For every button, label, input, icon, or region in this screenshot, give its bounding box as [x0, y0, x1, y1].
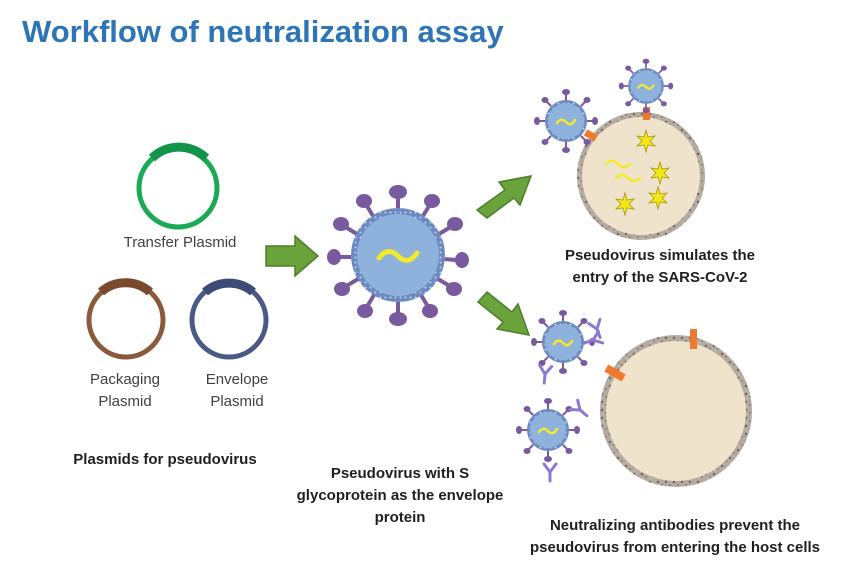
antibody-icon	[542, 462, 558, 483]
envelope-label-line2: Plasmid	[210, 393, 264, 410]
packaging-label-line1: Packaging	[89, 371, 161, 388]
neutralization-caption: Neutralizing antibodies prevent the pseu…	[505, 515, 845, 559]
neutralization-caption-line1: Neutralizing antibodies prevent the	[549, 517, 801, 534]
neutralization-caption-line2: pseudovirus from entering the host cells	[529, 539, 821, 556]
pseudovirus-caption-line1: Pseudovirus with S	[330, 465, 470, 482]
packaging-plasmid-label: Packaging Plasmid	[70, 369, 180, 413]
pseudovirus-caption-line3: protein	[374, 509, 426, 526]
entry-caption-line1: Pseudovirus simulates the	[564, 247, 756, 264]
antibody-icon	[536, 364, 554, 385]
arrow-up-right-icon	[475, 175, 533, 219]
transfer-plasmid-label: Transfer Plasmid	[123, 234, 237, 251]
envelope-label-line1: Envelope	[205, 371, 269, 388]
arrow-right-icon	[265, 234, 320, 278]
transfer-plasmid-icon	[136, 142, 220, 230]
entry-caption: Pseudovirus simulates the entry of the S…	[540, 245, 780, 289]
envelope-plasmid-icon	[189, 278, 269, 360]
pseudovirus-icon	[327, 185, 469, 326]
entry-caption-line2: entry of the SARS-CoV-2	[572, 269, 748, 286]
page-title: Workflow of neutralization assay	[22, 14, 504, 49]
envelope-plasmid-label: Envelope Plasmid	[182, 369, 292, 413]
neutralized-pseudovirus-icon	[514, 396, 582, 464]
pseudovirus-caption-line2: glycoprotein as the envelope	[296, 487, 504, 504]
antibody-icon	[568, 398, 593, 422]
host-cell-infected	[577, 107, 705, 240]
host-cell-protected	[600, 329, 752, 487]
plasmids-caption: Plasmids for pseudovirus	[73, 451, 257, 468]
signal-star-icon	[614, 128, 671, 217]
antibody-icon	[587, 317, 608, 342]
small-pseudovirus-icon	[532, 87, 600, 155]
small-pseudovirus-icon	[617, 57, 675, 115]
arrow-down-right-icon	[476, 290, 531, 336]
packaging-plasmid-icon	[86, 278, 166, 360]
pseudovirus-caption: Pseudovirus with S glycoprotein as the e…	[290, 463, 510, 529]
packaging-label-line2: Plasmid	[98, 393, 152, 410]
